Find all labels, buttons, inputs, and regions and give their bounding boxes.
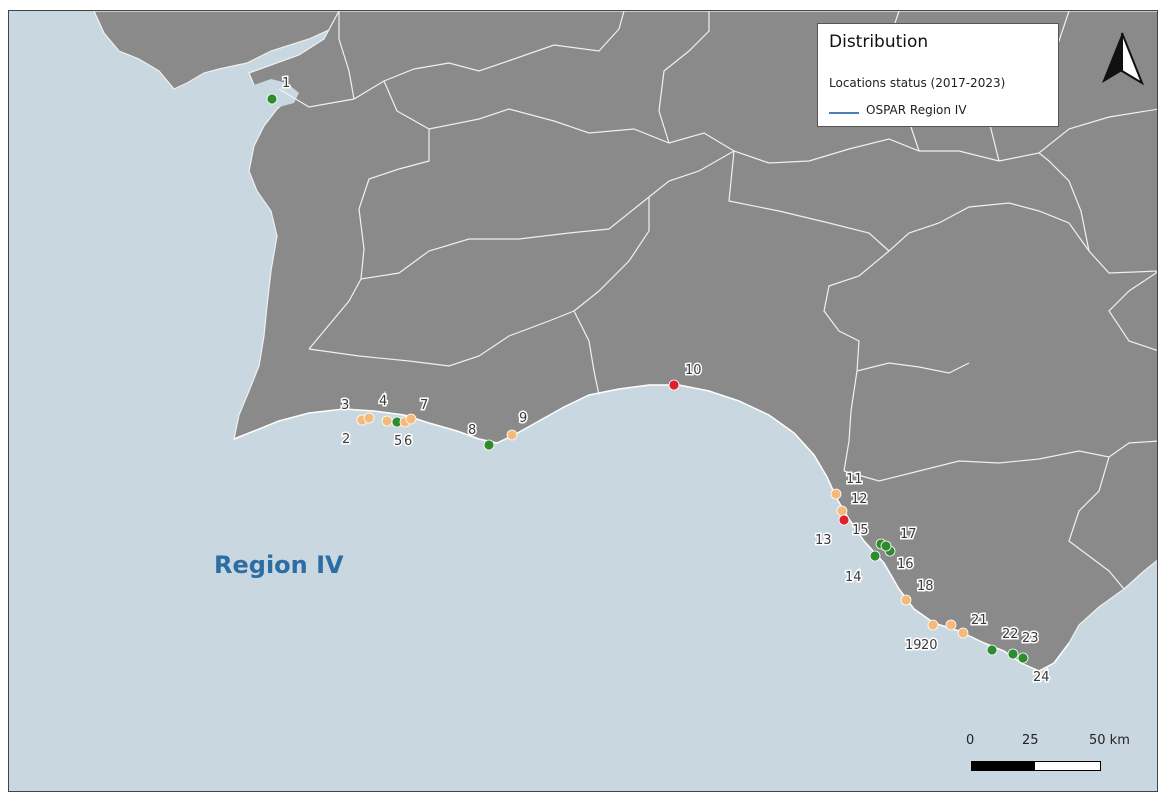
- location-label-3: 3: [341, 398, 349, 413]
- location-marker-7[interactable]: [405, 413, 417, 425]
- location-marker-17[interactable]: [880, 540, 892, 552]
- location-marker-18[interactable]: [900, 594, 912, 606]
- location-label-1: 1: [282, 76, 290, 91]
- location-label-4: 4: [379, 394, 387, 409]
- location-marker-22[interactable]: [986, 644, 998, 656]
- location-marker-9[interactable]: [506, 429, 518, 441]
- location-label-8: 8: [468, 423, 476, 438]
- location-label-18: 18: [917, 579, 934, 594]
- location-marker-12[interactable]: [836, 505, 848, 517]
- location-label-7: 7: [420, 398, 428, 413]
- location-marker-13[interactable]: [838, 514, 850, 526]
- scale-tick-0: 0: [966, 733, 975, 748]
- location-labels: 1 2 3 4 5 6 7 8 9 10 11 12 13 14 15 16 1…: [281, 75, 1052, 687]
- scale-bar-white-segment: [1034, 761, 1101, 771]
- location-label-20: 20: [921, 638, 938, 653]
- location-label-22: 22: [1002, 627, 1019, 642]
- legend-panel: Distribution Locations status (2017-2023…: [817, 23, 1059, 127]
- location-label-9: 9: [519, 411, 527, 426]
- location-label-2: 2: [342, 432, 350, 447]
- legend-subtitle: Locations status (2017-2023): [829, 76, 1006, 90]
- location-marker-24[interactable]: [1017, 652, 1029, 664]
- location-label-17: 17: [900, 527, 917, 542]
- location-marker-4[interactable]: [381, 415, 393, 427]
- location-label-6: 6: [404, 434, 412, 449]
- location-label-11: 11: [846, 472, 863, 487]
- location-label-12: 12: [851, 492, 868, 507]
- location-marker-11[interactable]: [830, 488, 842, 500]
- scale-tick-50: 50 km: [1089, 733, 1130, 748]
- map-svg: 1 2 3 4 5 6 7 8 9 10 11 12 13 14 15 16 1…: [9, 11, 1157, 791]
- location-marker-8[interactable]: [483, 439, 495, 451]
- legend-line-label: OSPAR Region IV: [866, 103, 967, 117]
- location-marker-3[interactable]: [363, 412, 375, 424]
- scale-tick-25: 25: [1022, 733, 1039, 748]
- location-marker-20[interactable]: [945, 619, 957, 631]
- location-label-14: 14: [845, 570, 862, 585]
- internal-borders: [278, 11, 1157, 590]
- location-marker-10[interactable]: [668, 379, 680, 391]
- location-marker-19[interactable]: [927, 619, 939, 631]
- legend-title: Distribution: [829, 32, 929, 52]
- location-label-13: 13: [815, 533, 832, 548]
- north-arrow-icon: [1102, 32, 1145, 86]
- scale-bar-black-segment: [971, 761, 1034, 771]
- location-marker-14[interactable]: [869, 550, 881, 562]
- location-marker-1[interactable]: [266, 93, 278, 105]
- location-label-16: 16: [897, 557, 914, 572]
- location-marker-23[interactable]: [1007, 648, 1019, 660]
- location-label-10: 10: [685, 363, 702, 378]
- location-label-21: 21: [971, 613, 988, 628]
- location-label-5: 5: [394, 434, 402, 449]
- estuary-water: [251, 79, 299, 107]
- location-label-24: 24: [1033, 670, 1050, 685]
- region-label: Region IV: [214, 551, 344, 579]
- scale-bar: 0 25 50 km: [959, 733, 1157, 791]
- land-north-peninsula: [93, 11, 340, 90]
- location-marker-21[interactable]: [957, 627, 969, 639]
- map-canvas[interactable]: 1 2 3 4 5 6 7 8 9 10 11 12 13 14 15 16 1…: [8, 10, 1158, 792]
- location-label-15: 15: [852, 523, 869, 538]
- legend-line-swatch: [829, 112, 859, 114]
- location-label-23: 23: [1022, 631, 1039, 646]
- location-label-19: 19: [905, 638, 922, 653]
- location-markers: [266, 93, 1029, 664]
